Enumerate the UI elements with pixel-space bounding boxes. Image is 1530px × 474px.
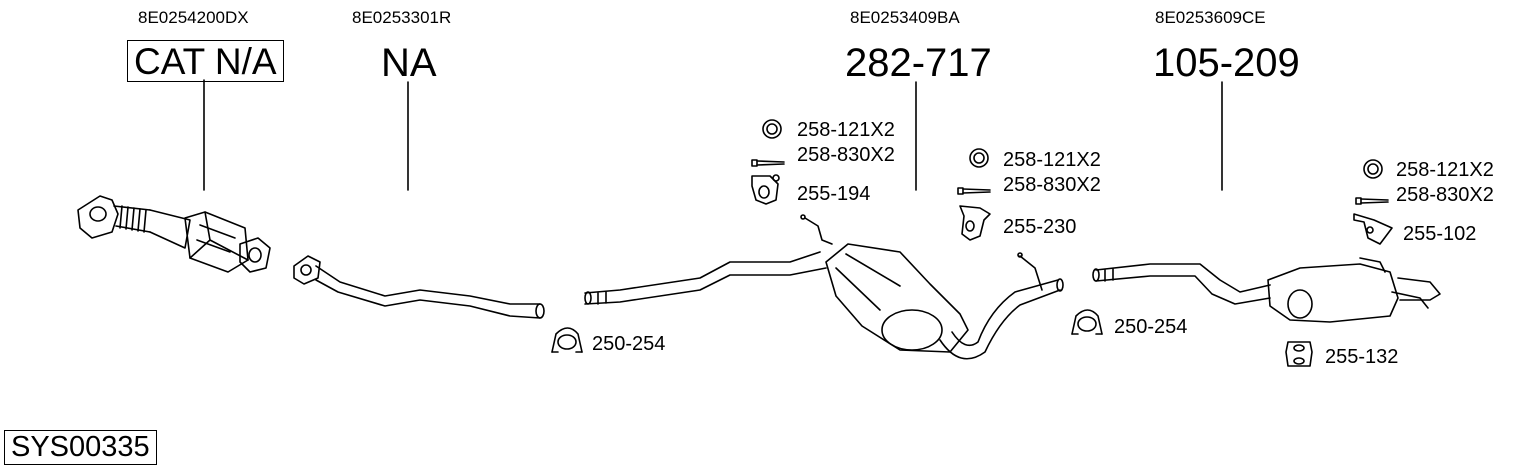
hanger-icon-mid [751,174,780,205]
catalytic-converter [77,195,271,273]
rubber-mount-icon-rear [1285,341,1313,367]
clamp-icon-1 [551,327,583,353]
bolt-part-number-rear: 258-830X2 [1396,184,1494,206]
rubber-mount-part-number-rear: 255-132 [1325,346,1399,368]
front-pipe [293,255,545,319]
oem-number-rear-silencer: 8E0253609CE [1155,8,1266,27]
leader-lines [203,79,1223,191]
ring-part-number-right: 258-121X2 [1003,149,1101,171]
hanger-icon-right [959,205,991,241]
oem-number-middle-silencer: 8E0253409BA [850,8,960,27]
oem-number-front-pipe: 8E0253301R [352,8,452,27]
clamp-part-number-1: 250-254 [592,333,666,355]
bolt-part-number-mid: 258-830X2 [797,144,895,166]
clamp-part-number-2: 250-254 [1114,316,1188,338]
middle-silencer [584,214,1064,360]
ring-icon-mid [762,119,782,139]
rear-silencer-part-label: 105-209 [1153,41,1300,85]
rear-silencer [1092,257,1441,323]
middle-silencer-part-label: 282-717 [845,41,992,85]
ring-icon-rear [1363,159,1383,179]
catalyst-part-label: CAT N/A [127,40,284,82]
system-code: SYS00335 [4,430,157,465]
bolt-icon-rear [1355,197,1389,205]
bracket-part-number-rear: 255-102 [1403,223,1477,245]
bracket-icon-rear [1353,213,1393,245]
bolt-icon-right [957,187,991,195]
oem-number-catalyst: 8E0254200DX [138,8,249,27]
hanger-part-number-mid: 255-194 [797,183,871,205]
hanger-part-number-right: 255-230 [1003,216,1077,238]
ring-part-number-mid: 258-121X2 [797,119,895,141]
bolt-part-number-right: 258-830X2 [1003,174,1101,196]
ring-icon-right [969,148,989,168]
front-pipe-part-label: NA [381,41,437,85]
clamp-icon-2 [1071,309,1103,335]
ring-part-number-rear: 258-121X2 [1396,159,1494,181]
bolt-icon-mid [751,159,785,167]
